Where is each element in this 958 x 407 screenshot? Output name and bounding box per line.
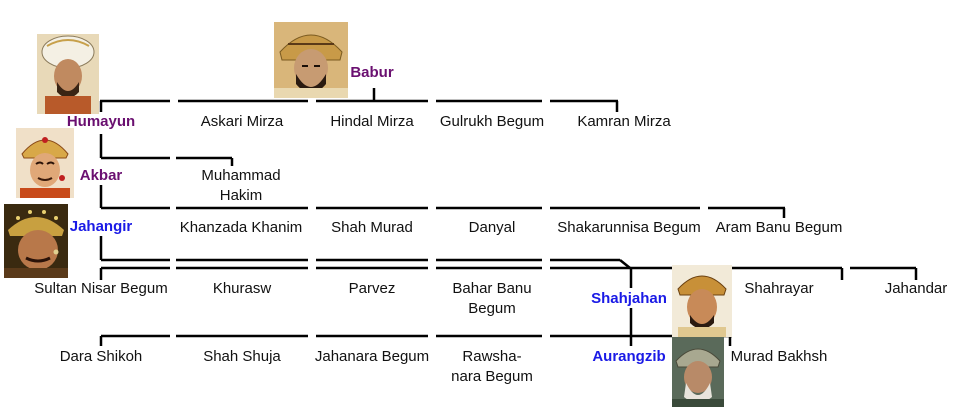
shah-shuja: Shah Shuja [203,348,281,365]
askari-mirza: Askari Mirza [200,113,284,130]
jahanara-begum: Jahanara Begum [314,348,430,365]
gulrukh-begum: Gulrukh Begum [439,113,545,130]
jahangir-portrait [4,204,68,278]
murad-bakhsh: Murad Bakhsh [730,348,828,365]
shah-murad: Shah Murad [331,219,413,236]
ruler-babur: Babur [350,64,394,81]
kamran-mirza: Kamran Mirza [577,113,671,130]
humayun-portrait [37,34,99,114]
danyal: Danyal [468,219,516,236]
sultan-nisar-begum: Sultan Nisar Begum [34,280,168,297]
aurangzib-portrait [672,337,724,407]
muhammad-hakim: Muhammad Hakim [201,167,281,204]
ruler-humayun: Humayun [66,113,136,130]
bahar-banu-begum: Bahar Banu Begum [452,280,532,317]
jahandar: Jahandar [884,280,948,297]
ruler-jahangir: Jahangir [69,218,133,235]
akbar-portrait [16,128,74,198]
shahrayar: Shahrayar [744,280,814,297]
rawshanara-begum: Rawsha-nara Begum [451,348,533,385]
ruler-shahjahan: Shahjahan [591,290,667,307]
babur-portrait [274,22,348,98]
dara-shikoh: Dara Shikoh [59,348,143,365]
ruler-aurangzib: Aurangzib [592,348,666,365]
ruler-akbar: Akbar [79,167,123,184]
aram-banu-begum: Aram Banu Begum [715,219,843,236]
hindal-mirza: Hindal Mirza [330,113,414,130]
shakarunnisa-begum: Shakarunnisa Begum [557,219,701,236]
khurasw: Khurasw [212,280,272,297]
parvez: Parvez [348,280,396,297]
khanzada-khanim: Khanzada Khanim [179,219,303,236]
shahjahan-portrait [672,265,732,337]
